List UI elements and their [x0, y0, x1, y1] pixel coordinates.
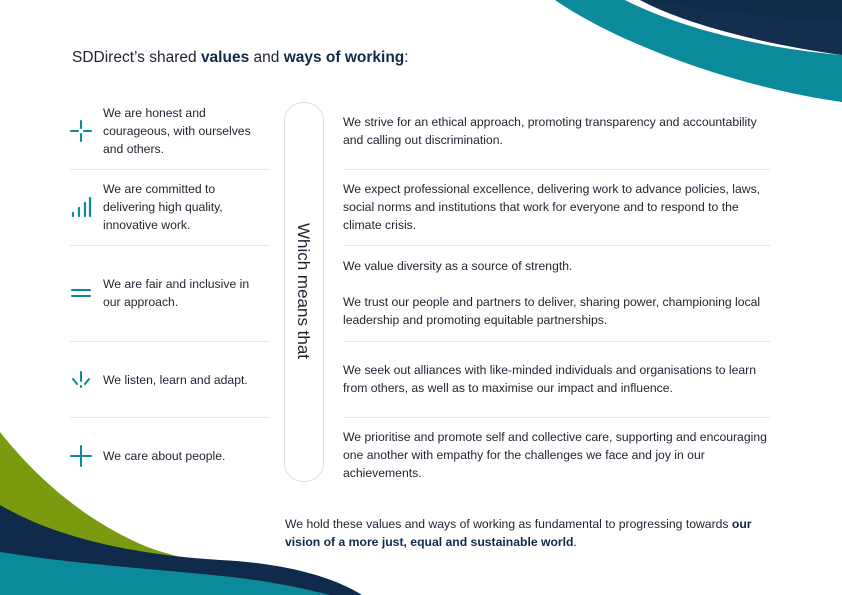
title-bold-values: values — [200, 49, 250, 66]
bar-chart-icon — [70, 196, 92, 218]
divider — [343, 417, 770, 418]
divider — [343, 245, 770, 246]
plus-icon — [70, 445, 92, 467]
way-item-care: We prioritise and promote self and colle… — [343, 430, 767, 480]
way-item-excellence: We expect professional excellence, deliv… — [343, 182, 761, 232]
divider — [70, 417, 269, 418]
connector-label: Which means that — [294, 222, 313, 360]
divider — [343, 169, 770, 170]
value-item-care: We care about people. — [70, 445, 270, 467]
divider — [70, 169, 269, 170]
sparkle-cross-icon — [70, 120, 92, 142]
listen-icon — [70, 369, 92, 391]
closing-statement: We hold these values and ways of working… — [285, 517, 752, 549]
value-text: We are honest and courageous, with ourse… — [103, 106, 251, 156]
way-item-trust: We trust our people and partners to deli… — [343, 295, 761, 327]
vision-statement: our vision of a more just, equal and sus… — [285, 517, 752, 549]
way-item-diversity: We value diversity as a source of streng… — [343, 259, 573, 273]
value-text: We are fair and inclusive in our approac… — [103, 277, 250, 309]
divider — [343, 341, 770, 342]
way-item-ethical: We strive for an ethical approach, promo… — [343, 115, 757, 147]
value-text: We listen, learn and adapt. — [103, 373, 248, 387]
wave-top-teal — [555, 0, 842, 102]
page-title: SDDirect’s shared values and ways of wor… — [72, 49, 409, 66]
wave-bottom-teal — [0, 552, 330, 595]
value-text: We are committed to delivering high qual… — [103, 182, 223, 232]
value-text: We care about people. — [103, 449, 226, 463]
divider — [70, 245, 269, 246]
value-item-quality: We are committed to delivering high qual… — [70, 180, 270, 234]
divider — [70, 341, 269, 342]
way-item-alliances: We seek out alliances with like-minded i… — [343, 363, 757, 395]
connector-pill — [284, 102, 324, 482]
wave-top-navy — [610, 0, 842, 55]
value-item-honest: We are honest and courageous, with ourse… — [70, 104, 270, 158]
value-item-fair: We are fair and inclusive in our approac… — [70, 275, 270, 311]
title-bold-ways: ways of working — [283, 49, 405, 66]
equals-icon — [70, 282, 92, 304]
value-item-listen: We listen, learn and adapt. — [70, 369, 270, 391]
